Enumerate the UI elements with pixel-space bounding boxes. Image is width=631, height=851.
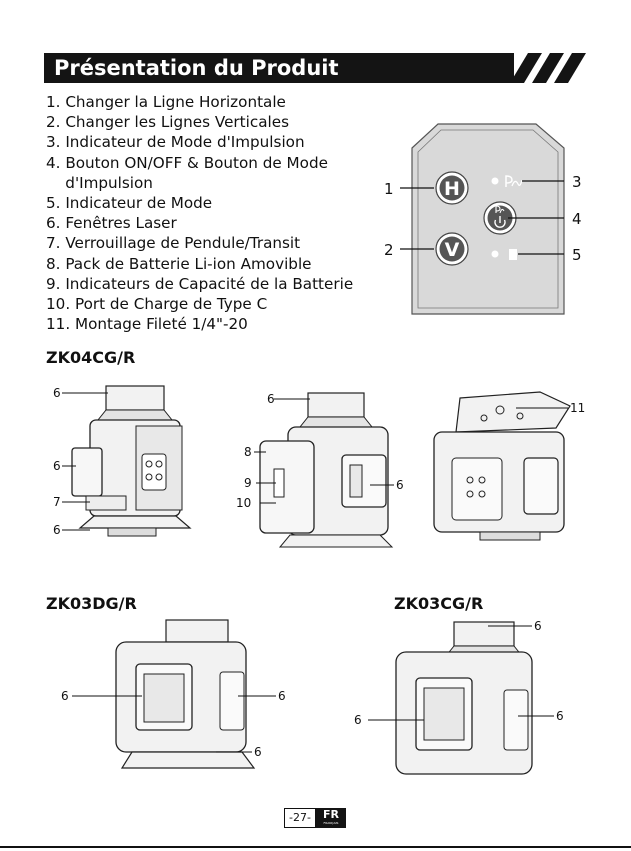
language-subtitle: FRANÇAIS xyxy=(323,821,339,825)
banner-stripes-icon xyxy=(510,53,586,83)
callout-6: 6 xyxy=(254,745,262,759)
v-button: V xyxy=(435,232,469,266)
h-button: H xyxy=(435,171,469,205)
feature-item: d'Impulsion xyxy=(46,173,153,192)
callout-6: 6 xyxy=(53,523,61,537)
power-pulse-button xyxy=(483,201,517,235)
callout-8: 8 xyxy=(244,445,252,459)
callout-3: 3 xyxy=(572,173,582,191)
callout-6: 6 xyxy=(534,619,542,633)
language-code: FR xyxy=(323,808,339,821)
callout-6: 6 xyxy=(53,386,61,400)
zk03dg-device: 6 6 6 xyxy=(61,619,286,769)
callout-9: 9 xyxy=(244,476,252,490)
zk04cg-left-view: 6 6 7 6 xyxy=(53,385,192,537)
bottom-rule xyxy=(0,846,631,848)
feature-item: 5. Indicateur de Mode xyxy=(46,194,213,213)
callout-11: 11 xyxy=(570,401,585,415)
feature-item: 2. Changer les Lignes Verticales xyxy=(46,113,289,132)
callout-5: 5 xyxy=(572,246,582,264)
feature-item: 4. Bouton ON/OFF & Bouton de Mode xyxy=(46,153,328,172)
section-banner: Présentation du Produit xyxy=(44,53,586,83)
callout-6: 6 xyxy=(556,709,564,723)
feature-item: 8. Pack de Batterie Li-ion Amovible xyxy=(46,254,312,273)
model-label-zk04cg: ZK04CG/R xyxy=(46,348,136,367)
mode-indicator-led xyxy=(491,250,499,258)
pulse-indicator-led xyxy=(491,177,499,185)
zk04cg-front-view: 6 8 9 10 6 xyxy=(236,392,404,548)
callout-6: 6 xyxy=(53,459,61,473)
callout-6: 6 xyxy=(278,689,286,703)
callout-7: 7 xyxy=(53,495,61,509)
page-number: -27- xyxy=(284,808,316,828)
section-title: Présentation du Produit xyxy=(54,56,339,80)
h-button-label: H xyxy=(444,178,460,200)
zk03cg-device: 6 6 6 xyxy=(354,619,564,775)
pulse-icon xyxy=(505,175,523,187)
feature-item: 7. Verrouillage de Pendule/Transit xyxy=(46,234,301,253)
language-tag: FR FRANÇAIS xyxy=(316,808,346,828)
feature-item: 11. Montage Fileté 1/4"-20 xyxy=(46,315,248,334)
callout-6: 6 xyxy=(61,689,69,703)
callout-4: 4 xyxy=(572,210,582,228)
feature-item: 3. Indicateur de Mode d'Impulsion xyxy=(46,133,305,152)
banner-background xyxy=(44,53,514,83)
mode-icon xyxy=(509,249,517,260)
model-label-zk03dg: ZK03DG/R xyxy=(46,594,137,613)
callout-6: 6 xyxy=(396,478,404,492)
callout-6: 6 xyxy=(267,392,275,406)
v-button-label: V xyxy=(445,239,460,261)
feature-item: 10. Port de Charge de Type C xyxy=(46,295,268,314)
feature-item: 9. Indicateurs de Capacité de la Batteri… xyxy=(46,274,354,293)
callout-10: 10 xyxy=(236,496,251,510)
callout-1: 1 xyxy=(384,180,394,198)
callout-2: 2 xyxy=(384,241,394,259)
feature-item: 6. Fenêtres Laser xyxy=(46,214,177,233)
model-label-zk03cg: ZK03CG/R xyxy=(394,594,484,613)
control-panel-diagram: H V 1 2 3 4 5 xyxy=(384,123,582,315)
callout-6: 6 xyxy=(354,713,362,727)
feature-list: 1. Changer la Ligne Horizontale 2. Chang… xyxy=(46,92,376,334)
feature-item: 1. Changer la Ligne Horizontale xyxy=(46,93,286,111)
zk04cg-underside-view: 11 xyxy=(433,391,585,541)
